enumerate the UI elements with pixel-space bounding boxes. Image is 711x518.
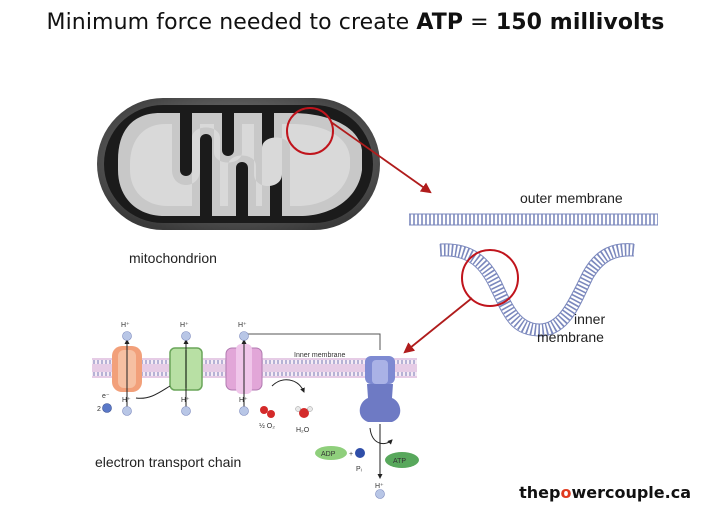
atp-label: ATP <box>393 458 406 465</box>
electron-label: e⁻ <box>102 393 110 400</box>
adp-label: ADP <box>321 451 336 458</box>
h-plus-label: H⁺ <box>375 483 384 490</box>
highlight-circle-inner-membrane <box>461 249 519 307</box>
inner-membrane-label-line2: membrane <box>537 329 604 345</box>
etc-label: electron transport chain <box>95 454 241 470</box>
outer-membrane-label: outer membrane <box>520 190 623 206</box>
phosphate-sphere <box>355 448 365 458</box>
brand-part: thep <box>519 483 561 502</box>
brand-watermark: thepowercouple.ca <box>519 483 691 502</box>
brand-part: wercouple.ca <box>571 483 691 502</box>
plus-label: + <box>349 451 353 458</box>
highlight-circle-mitochondrion <box>286 107 334 155</box>
proton-spheres <box>102 331 385 499</box>
proton-arrows <box>124 333 393 479</box>
title-term: ATP <box>416 10 464 35</box>
h-plus-label: H⁺ <box>121 322 130 329</box>
inner-membrane-small-label: Inner membrane <box>294 352 345 359</box>
h2o-label: H₂O <box>296 427 310 434</box>
inner-membrane-fold <box>439 243 635 337</box>
two-label: 2 <box>97 406 101 413</box>
water-molecule <box>295 406 313 418</box>
atp-synthase <box>359 356 401 422</box>
h-plus-label: H⁺ <box>181 397 190 404</box>
inner-membrane-label-line1: inner <box>574 311 605 327</box>
adp-pill <box>315 446 347 460</box>
page-title: Minimum force needed to create ATP = 150… <box>0 10 711 35</box>
title-equals: = <box>463 10 496 35</box>
oxygen-molecule <box>260 406 275 418</box>
atp-pill <box>385 452 419 468</box>
zoom-arrow-2 <box>403 297 473 354</box>
title-value: 150 millivolts <box>495 10 665 35</box>
h-plus-label: H⁺ <box>239 397 248 404</box>
h-plus-label: H⁺ <box>180 322 189 329</box>
zoom-arrow-1 <box>330 121 432 194</box>
h-plus-label: H⁺ <box>122 397 131 404</box>
pi-label: Pᵢ <box>356 466 362 473</box>
brand-o: o <box>560 483 572 502</box>
mitochondrion-label: mitochondrion <box>129 250 217 266</box>
h-plus-label: H⁺ <box>238 322 247 329</box>
half-o2-label: ½ O₂ <box>259 422 275 430</box>
outer-membrane-strip <box>409 214 658 225</box>
mitochondrion-graphic <box>97 98 380 230</box>
title-prefix: Minimum force needed to create <box>46 10 417 35</box>
